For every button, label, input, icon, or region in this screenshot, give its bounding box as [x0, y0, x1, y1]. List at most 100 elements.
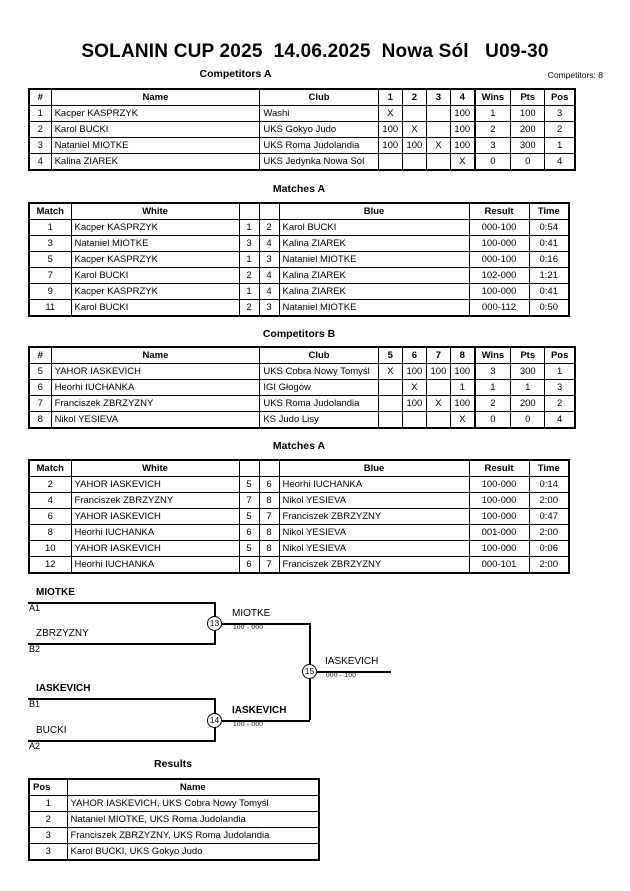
matches-b-cell-white: YAHOR IASKEVICH — [70, 540, 240, 557]
bracket-line-bot2 — [28, 740, 216, 742]
results-cell-name: Franciszek ZBRZYZNY, UKS Roma Judolandia — [66, 827, 320, 844]
competitors-b-cell-num: 7 — [28, 395, 52, 412]
competitors-b-col-8: 8 — [449, 346, 476, 364]
competitors-b-cell-score-2: 100 — [401, 395, 427, 412]
matches-a-cell-time: 0:16 — [528, 251, 570, 268]
competitors-a-cell-score-3 — [425, 105, 451, 122]
competitors-b-cell-score-4: 100 — [449, 395, 476, 412]
bracket-semi1-score: 100 - 000 — [233, 624, 264, 631]
matches-b-col-n2 — [238, 459, 260, 477]
matches-a-cell-white-num: 1 — [238, 283, 260, 300]
competitors-a-cell-num: 4 — [28, 153, 52, 171]
matches-a-cell-blue-num: 4 — [258, 235, 280, 252]
competitors-a-col-Pos: Pos — [544, 88, 576, 106]
matches-b-cell-white: YAHOR IASKEVICH — [70, 508, 240, 525]
competitors-a-cell-score-2 — [401, 105, 427, 122]
matches-b-cell-time: 2:00 — [528, 492, 570, 509]
matches-b-heading: Matches A — [272, 440, 326, 452]
competitors-a-cell-pos: 2 — [544, 121, 576, 138]
matches-b-cell-time: 0:14 — [528, 476, 570, 493]
bracket-node-13[interactable]: 13 — [207, 616, 222, 631]
competitors-b-cell-club: KS Judo Lisy — [259, 411, 379, 429]
matches-b-cell-result: 100-000 — [468, 540, 530, 557]
competitors-a-cell-club: UKS Gokyo Judo — [259, 121, 379, 138]
matches-b-col-Match: Match — [28, 459, 72, 477]
competitors-a-cell-score-2: X — [401, 121, 427, 138]
matches-a-cell-result: 100-000 — [468, 283, 530, 300]
matches-b-cell-result: 000-101 — [468, 556, 530, 574]
bracket-semi2-score: 100 - 000 — [233, 721, 264, 728]
matches-a-cell-match: 9 — [28, 283, 72, 300]
competitors-b-cell-score-1 — [377, 379, 403, 396]
competitors-b-cell-wins: 3 — [473, 363, 512, 380]
competitors-b-cell-score-4: X — [449, 411, 476, 429]
competitors-b-cell-pts: 300 — [510, 363, 546, 380]
matches-a-cell-white: Nataniel MIOTKE — [70, 235, 240, 252]
matches-b-cell-time: 2:00 — [528, 556, 570, 574]
competitors-a-col-#: # — [28, 88, 52, 106]
matches-a-cell-white-num: 2 — [238, 299, 260, 317]
competitors-b-cell-pts: 1 — [510, 379, 546, 396]
competitors-a-col-1: 1 — [377, 88, 403, 106]
results-col-Pos: Pos — [28, 778, 68, 796]
competitors-b-cell-name: YAHOR IASKEVICH — [50, 363, 261, 380]
competitors-b-cell-pos: 4 — [544, 411, 576, 429]
matches-b-cell-result: 100-000 — [468, 508, 530, 525]
matches-a-cell-white: Kacper KASPRZYK — [70, 283, 240, 300]
competitors-a-heading: Competitors A — [199, 68, 272, 80]
matches-a-col-White: White — [70, 202, 240, 220]
competitors-a-cell-num: 1 — [28, 105, 52, 122]
bracket-line-top2 — [28, 643, 216, 645]
competitors-b-col-Club: Club — [259, 346, 379, 364]
matches-a-cell-white: Kacper KASPRZYK — [70, 251, 240, 268]
bracket-node-14[interactable]: 14 — [207, 713, 222, 728]
matches-a-cell-match: 1 — [28, 219, 72, 236]
matches-b-cell-result: 001-000 — [468, 524, 530, 541]
matches-b-cell-blue-num: 7 — [258, 556, 280, 574]
matches-a-cell-blue: Nataniel MIOTKE — [278, 251, 470, 268]
competitors-a-cell-club: UKS Jedynka Nowa Sól — [259, 153, 379, 171]
matches-a-cell-result: 102-000 — [468, 267, 530, 284]
competitors-b-cell-name: Franciszek ZBRZYZNY — [50, 395, 261, 412]
matches-a-cell-match: 7 — [28, 267, 72, 284]
competitors-a-col-2: 2 — [401, 88, 427, 106]
bracket-node-15[interactable]: 15 — [302, 664, 317, 679]
matches-a-cell-time: 1:21 — [528, 267, 570, 284]
matches-b-cell-blue: Nikol YESIEVA — [278, 524, 470, 541]
competitors-a-cell-pts: 0 — [510, 153, 546, 171]
bracket-final-score: 000 - 100 — [326, 672, 357, 679]
competitors-b-cell-score-2: X — [401, 379, 427, 396]
competitors-a-cell-name: Nataniel MIOTKE — [50, 137, 261, 154]
matches-a-cell-result: 000-112 — [468, 299, 530, 317]
matches-b-col-Result: Result — [468, 459, 530, 477]
matches-a-cell-white-num: 2 — [238, 267, 260, 284]
competitors-b-cell-num: 6 — [28, 379, 52, 396]
competitors-b-cell-score-3 — [425, 411, 451, 429]
competitors-b-col-6: 6 — [401, 346, 427, 364]
competitors-b-col-#: # — [28, 346, 52, 364]
competitors-a-cell-score-3 — [425, 121, 451, 138]
matches-b-cell-blue: Nikol YESIEVA — [278, 540, 470, 557]
competitors-a-cell-score-4: 100 — [449, 137, 476, 154]
matches-a-cell-time: 0:54 — [528, 219, 570, 236]
results-cell-pos: 2 — [28, 811, 68, 828]
competitors-b-cell-pos: 2 — [544, 395, 576, 412]
matches-b-cell-blue-num: 8 — [258, 492, 280, 509]
competitors-a-cell-pos: 1 — [544, 137, 576, 154]
competitors-b-col-Wins: Wins — [473, 346, 512, 364]
bracket-entry-top1-name: MIOTKE — [36, 587, 75, 598]
matches-a-cell-result: 000-100 — [468, 219, 530, 236]
competitors-a-cell-wins: 1 — [473, 105, 512, 122]
competitors-b-cell-wins: 2 — [473, 395, 512, 412]
matches-b-cell-match: 2 — [28, 476, 72, 493]
